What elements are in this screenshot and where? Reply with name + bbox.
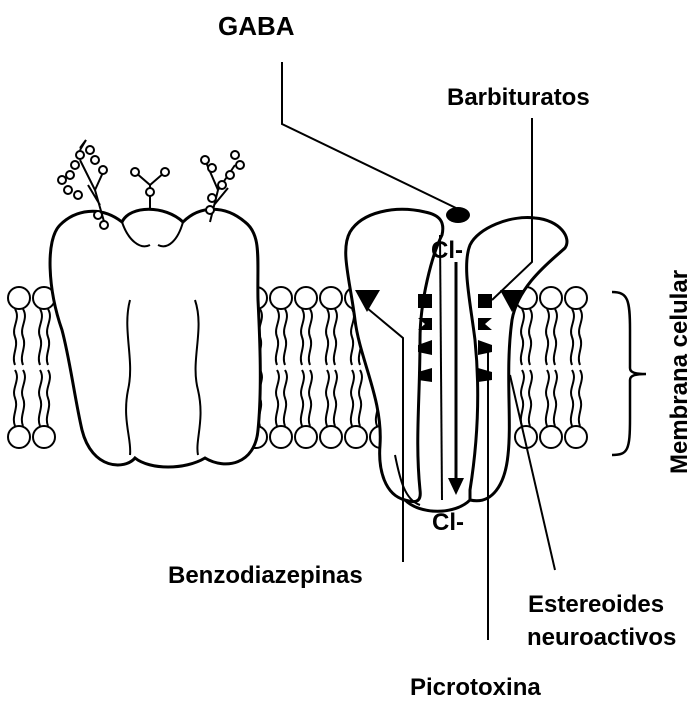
lipid-tail bbox=[39, 309, 42, 365]
lipid-tail bbox=[276, 309, 279, 365]
lipid-tail bbox=[529, 309, 532, 365]
lipid-tail bbox=[546, 370, 549, 426]
lipid-tail bbox=[546, 309, 549, 365]
picrotoxin-label: Picrotoxina bbox=[410, 674, 541, 701]
lipid-head bbox=[270, 287, 292, 309]
lipid-tail bbox=[14, 370, 17, 426]
steroids-label-line2: neuroactivos bbox=[527, 624, 676, 651]
lipid-tail bbox=[529, 370, 532, 426]
channel-left-subunit bbox=[346, 209, 443, 501]
lipid-tail bbox=[284, 309, 287, 365]
lipid-tail bbox=[47, 309, 50, 365]
lipid-tail bbox=[39, 370, 42, 426]
lipid-tail bbox=[326, 309, 329, 365]
lipid-head bbox=[565, 287, 587, 309]
lipid-head bbox=[8, 426, 30, 448]
lipid-head bbox=[33, 426, 55, 448]
membrane-bracket bbox=[612, 292, 646, 455]
lipid-tail bbox=[22, 309, 25, 365]
channel-right-subunit bbox=[467, 218, 567, 501]
lipid-tail bbox=[571, 309, 574, 365]
benzodiazepines-label: Benzodiazepinas bbox=[168, 562, 363, 589]
lipid-tail bbox=[22, 370, 25, 426]
lipid-tail bbox=[359, 370, 362, 426]
lipid-head bbox=[320, 426, 342, 448]
lipid-tail bbox=[554, 309, 557, 365]
lipid-tail bbox=[301, 309, 304, 365]
lipid-head bbox=[565, 426, 587, 448]
steroids-label-line1: Estereoides bbox=[528, 591, 664, 618]
lipid-head bbox=[320, 287, 342, 309]
lipid-head bbox=[540, 287, 562, 309]
lipid-tail bbox=[334, 309, 337, 365]
chloride-arrowhead bbox=[448, 478, 464, 495]
left-receptor bbox=[50, 140, 260, 467]
lipid-tail bbox=[326, 370, 329, 426]
picrotoxin-binding-site bbox=[418, 294, 432, 308]
lipid-head bbox=[8, 287, 30, 309]
lipid-head bbox=[540, 426, 562, 448]
lipid-tail bbox=[351, 370, 354, 426]
lipid-head bbox=[270, 426, 292, 448]
lipid-tail bbox=[334, 370, 337, 426]
lipid-tail bbox=[309, 309, 312, 365]
lipid-tail bbox=[579, 370, 582, 426]
gaba-binding-site bbox=[446, 207, 470, 223]
membrane-label: Membrana celular bbox=[666, 270, 693, 474]
channel-inner-wall bbox=[440, 235, 442, 500]
lipid-head bbox=[295, 287, 317, 309]
gaba-leader bbox=[282, 62, 456, 208]
chloride-top-label: Cl- bbox=[431, 237, 463, 264]
lipid-tail bbox=[309, 370, 312, 426]
lipid-tail bbox=[301, 370, 304, 426]
chloride-bottom-label: Cl- bbox=[432, 509, 464, 536]
glycan-stem bbox=[80, 140, 86, 150]
lipid-tail bbox=[521, 370, 524, 426]
lipid-tail bbox=[579, 309, 582, 365]
lipid-tail bbox=[554, 370, 557, 426]
lipid-head bbox=[295, 426, 317, 448]
barbiturates-label: Barbituratos bbox=[447, 84, 590, 111]
lipid-tail bbox=[14, 309, 17, 365]
lipid-tail bbox=[571, 370, 574, 426]
lipid-tail bbox=[276, 370, 279, 426]
lipid-tail bbox=[521, 309, 524, 365]
lipid-tail bbox=[47, 370, 50, 426]
left-receptor-body bbox=[50, 209, 260, 467]
gaba-label: GABA bbox=[218, 11, 295, 41]
barbiturate-binding-site bbox=[478, 294, 492, 308]
lipid-head bbox=[345, 426, 367, 448]
lipid-tail bbox=[284, 370, 287, 426]
